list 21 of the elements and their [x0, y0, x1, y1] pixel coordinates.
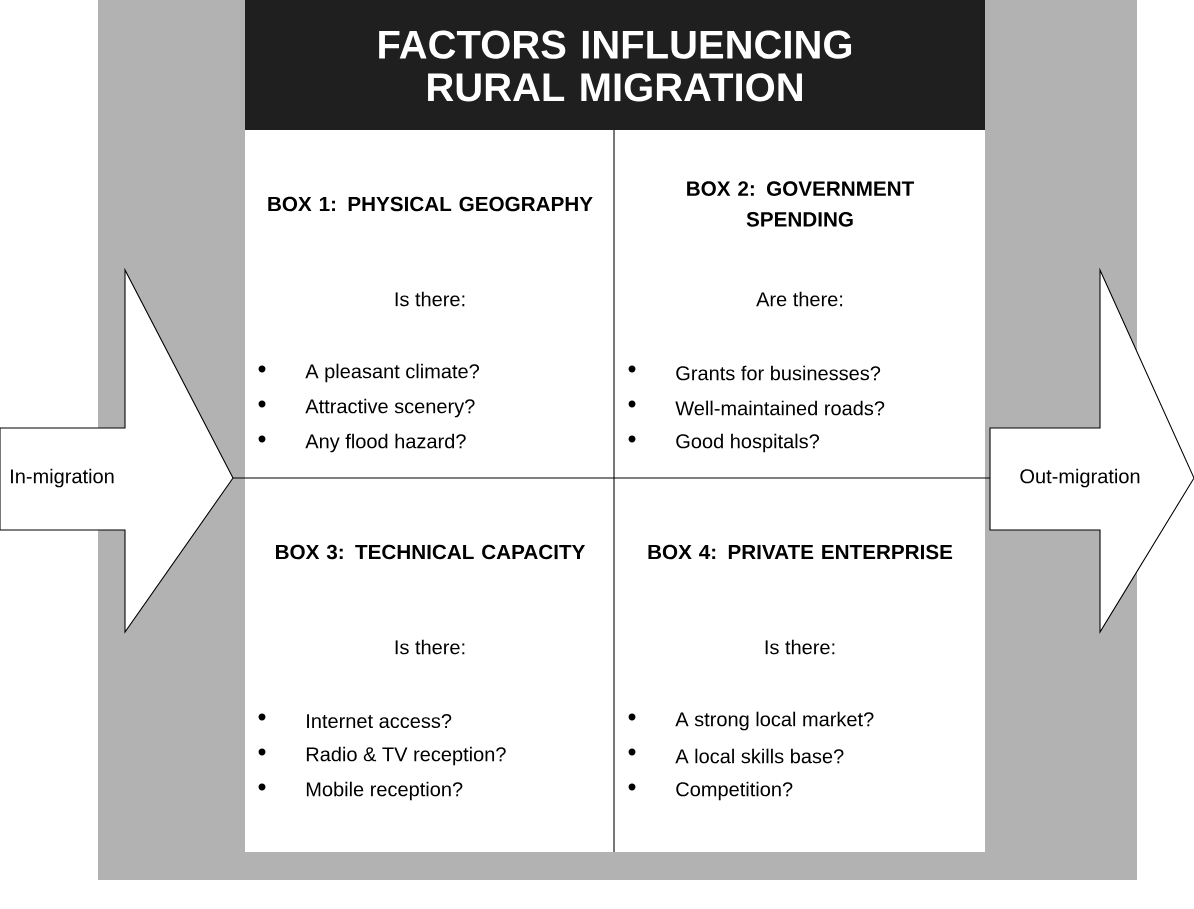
bullet-item: A pleasant climate?: [258, 363, 480, 383]
bullet-item: Attractive scenery?: [258, 398, 475, 418]
question-label: Are there:: [756, 291, 843, 307]
question-label: Is there:: [765, 639, 835, 655]
bullet-item: Radio & TV reception?: [258, 746, 506, 766]
bullet-item: Good hospitals?: [628, 433, 820, 453]
bullet-item: Mobile reception?: [258, 781, 463, 801]
bullet-item: Well-maintained roads?: [628, 400, 885, 416]
bullet-item: A strong local market?: [628, 711, 874, 731]
bullet-item: A local skills base?: [628, 748, 844, 764]
bullet-item: Any flood hazard?: [258, 433, 466, 453]
bullet-item: Internet access?: [258, 713, 452, 729]
question-label: Is there:: [395, 291, 465, 307]
heading: BOX 3: TECHNICAL CAPACITY: [276, 544, 586, 560]
title-banner: FACTORS INFLUENCING RURAL MIGRATION: [245, 0, 985, 130]
bullet-item: Grants for businesses?: [628, 365, 881, 381]
question-label: Is there:: [395, 639, 465, 655]
heading: BOX 2: GOVERNMENT SPENDING: [687, 181, 915, 227]
bullet-item: Competition?: [628, 781, 793, 801]
heading: BOX 1: PHYSICAL GEOGRAPHY: [268, 196, 593, 212]
heading: BOX 4: PRIVATE ENTERPRISE: [648, 544, 953, 560]
